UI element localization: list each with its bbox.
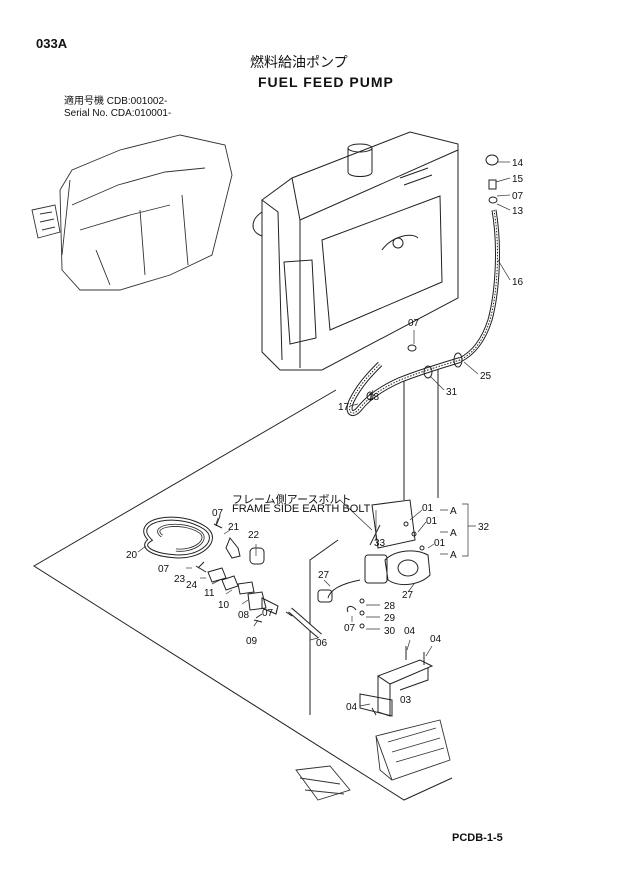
callout-14: 14	[512, 158, 524, 169]
callout-07e: 07	[158, 564, 170, 575]
callout-04c: 04	[346, 702, 358, 713]
callout-18: 18	[368, 392, 380, 403]
callout-31: 31	[446, 387, 458, 398]
callout-01a: 01	[422, 503, 434, 514]
callout-11: 11	[204, 588, 215, 599]
serial-row-2-label: Serial No.	[64, 108, 108, 119]
callout-32: 32	[478, 522, 490, 533]
callout-10: 10	[218, 600, 230, 611]
callout-21: 21	[228, 522, 240, 533]
callout-09: 09	[246, 636, 258, 647]
callout-labels: 14 15 07 13 16 07 25 31 18 17 01 01 01 A…	[126, 158, 524, 713]
fuel-tank	[252, 131, 459, 371]
machine-silhouette	[31, 134, 233, 291]
callout-08: 08	[238, 610, 250, 621]
title-japanese: 燃料給油ポンプ	[250, 54, 348, 70]
serial-row-2-value: CDA:010001-	[110, 108, 172, 119]
callout-27b: 27	[402, 590, 414, 601]
callout-22: 22	[248, 530, 260, 541]
hose-loop	[346, 344, 463, 416]
floor-mount	[295, 719, 451, 801]
serial-row-1-value: CDB:001002-	[106, 96, 168, 107]
callout-17: 17	[338, 402, 350, 413]
callout-01c: 01	[434, 538, 446, 549]
callout-07d: 07	[262, 608, 274, 619]
callout-07b: 07	[408, 318, 420, 329]
serial-row-2: Serial No. CDA:010001-	[64, 108, 171, 120]
callout-a3: A	[450, 550, 457, 561]
assembly-boundary-line	[33, 389, 453, 801]
callout-33: 33	[374, 538, 386, 549]
callout-27a: 27	[318, 570, 330, 581]
boundary-line-left	[309, 539, 339, 715]
callout-04b: 04	[430, 634, 442, 645]
page-code: 033A	[36, 36, 68, 51]
callout-13: 13	[512, 206, 524, 217]
callout-06: 06	[316, 638, 328, 649]
title-english: FUEL FEED PUMP	[258, 74, 394, 90]
fittings	[195, 515, 322, 639]
suction-hose	[458, 154, 500, 363]
callout-04a: 04	[404, 626, 416, 637]
frame-earth-bolt-en: FRAME SIDE EARTH BOLT	[232, 503, 371, 515]
serial-row-1-label: 適用号機	[64, 96, 104, 107]
frame-earth-bolt-jp: フレーム側アースボルト	[232, 494, 352, 506]
hose-coil	[143, 516, 213, 559]
pump-assembly	[317, 499, 431, 629]
callout-28: 28	[384, 601, 396, 612]
callout-07c: 07	[344, 623, 356, 634]
callout-23: 23	[174, 574, 186, 585]
callout-15: 15	[512, 174, 524, 185]
callout-01b: 01	[426, 516, 438, 527]
footer-ref: PCDB-1-5	[452, 832, 503, 844]
callout-29: 29	[384, 613, 396, 624]
callout-30: 30	[384, 626, 396, 637]
serial-info: 適用号機 CDB:001002- Serial No. CDA:010001-	[64, 96, 171, 120]
brackets	[359, 646, 434, 717]
callout-20: 20	[126, 550, 138, 561]
callout-25: 25	[480, 371, 492, 382]
callout-24: 24	[186, 580, 198, 591]
serial-row-1: 適用号機 CDB:001002-	[64, 96, 171, 108]
leader-lines	[137, 161, 511, 707]
callout-a2: A	[450, 528, 457, 539]
callout-a1: A	[450, 506, 457, 517]
callout-16: 16	[512, 277, 524, 288]
callout-03: 03	[400, 695, 412, 706]
callout-07a: 07	[512, 191, 524, 202]
callout-07f: 07	[212, 508, 224, 519]
